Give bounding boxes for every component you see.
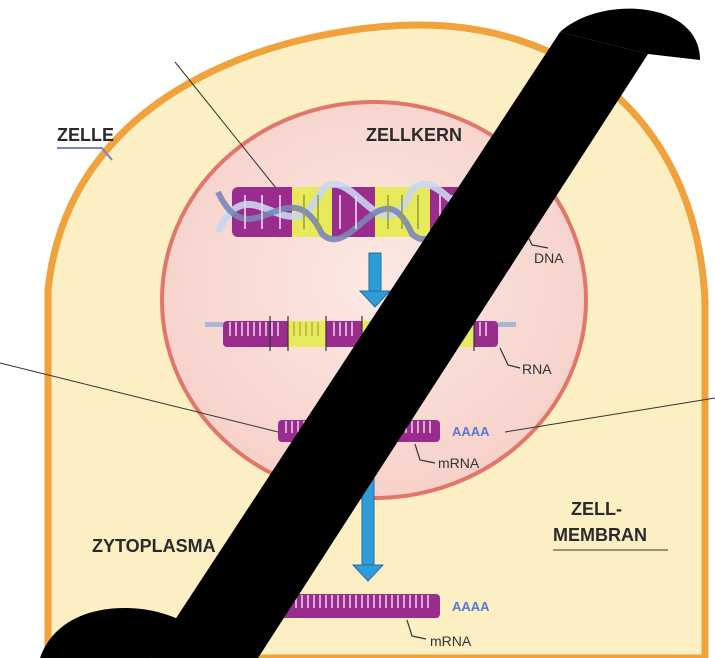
membrane-label-line2: MEMBRAN xyxy=(553,525,647,545)
polya-tail-label: AAAA xyxy=(452,599,490,614)
polya-tail-label: AAAA xyxy=(452,424,490,439)
membrane-label-line1: ZELL- xyxy=(571,499,622,519)
dna-label: DNA xyxy=(534,250,564,266)
mrna-nucleus-label: mRNA xyxy=(438,455,480,471)
rna-label: RNA xyxy=(522,361,552,377)
cytoplasm-label: ZYTOPLASMA xyxy=(92,536,216,556)
nucleus-label: ZELLKERN xyxy=(366,125,462,145)
mrna-cytoplasm-label: mRNA xyxy=(430,633,472,649)
cell-label: ZELLE xyxy=(57,125,114,145)
